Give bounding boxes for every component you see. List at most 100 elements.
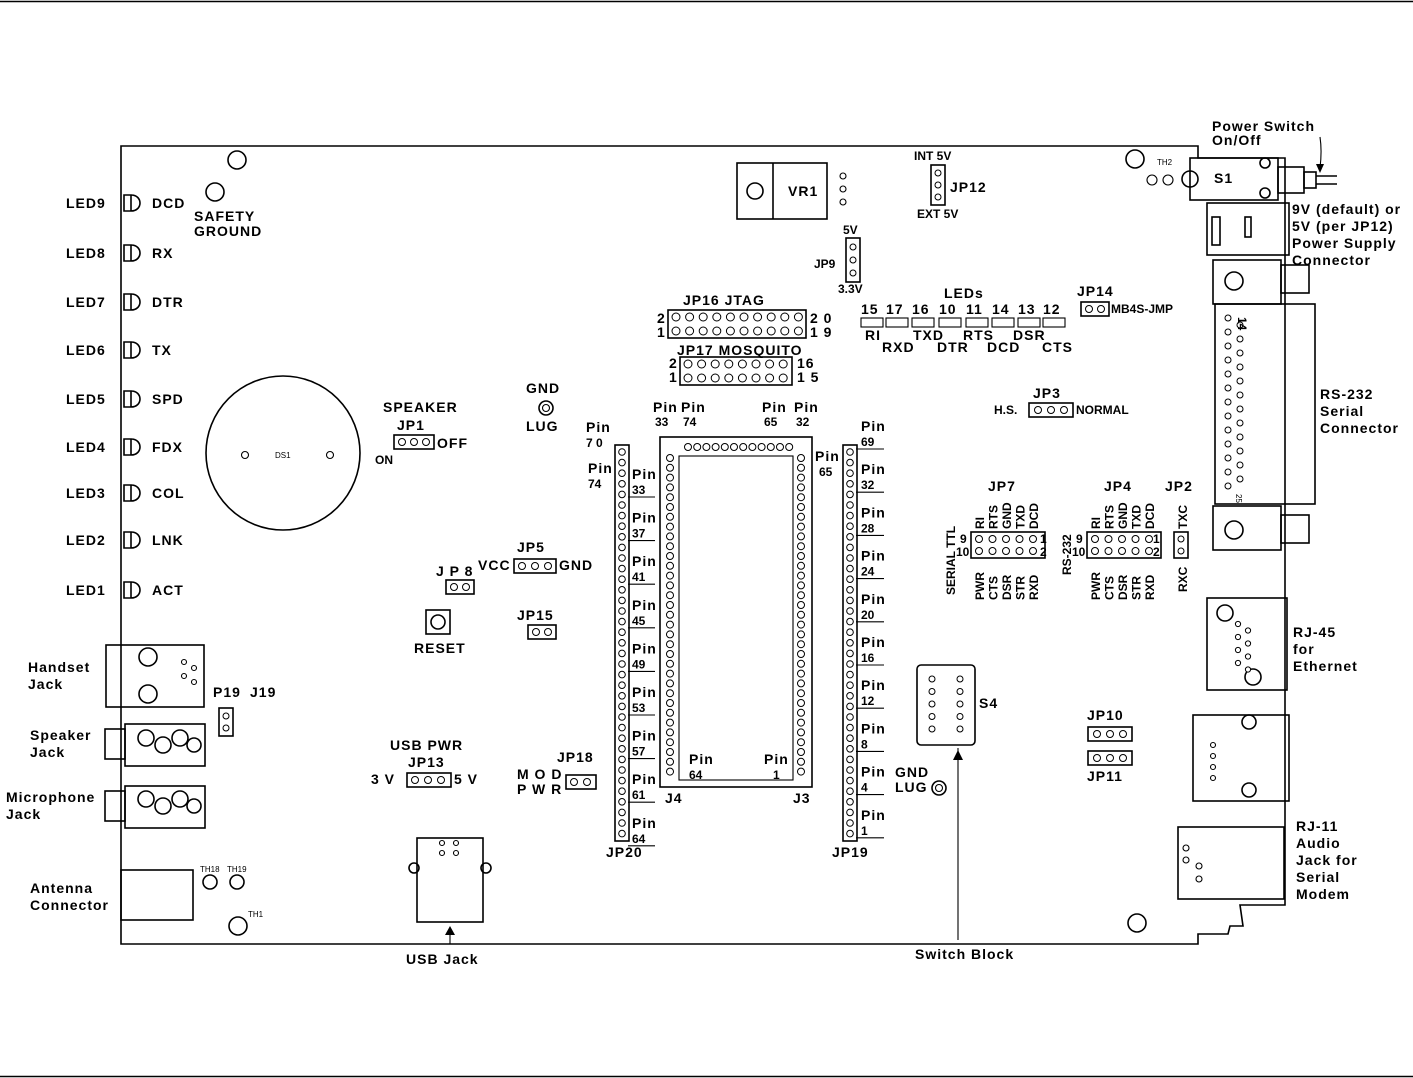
- jp13-usb-pwr: USB PWR JP13 3 V 5 V: [371, 737, 478, 788]
- jp19-pin-65: 65: [819, 465, 833, 479]
- jp5: JP5 VCC GND: [478, 539, 592, 574]
- s4-label: S4: [979, 695, 998, 711]
- v5-label: 5 V: [454, 771, 478, 787]
- jp20-pin: [618, 543, 626, 552]
- jp4-pin: [1131, 547, 1140, 555]
- socket-pin: [797, 640, 805, 649]
- led-signal: COL: [152, 485, 185, 501]
- v3-label: 3 V: [371, 771, 395, 787]
- socket-pin: [797, 591, 805, 600]
- jp4-bottom-signal: CTS: [1103, 576, 1117, 600]
- led-number: 11: [966, 301, 983, 317]
- jp19-pin: [846, 713, 854, 721]
- antenna-label-1: Antenna: [30, 880, 93, 896]
- ext5v-label: EXT 5V: [917, 207, 958, 221]
- rj45-pin: [1244, 653, 1252, 660]
- led-signal: LNK: [152, 532, 184, 548]
- jp16-n2: 2: [657, 310, 666, 326]
- socket-pin: [797, 493, 805, 502]
- j3-label: J3: [793, 790, 811, 806]
- socket-pin: [797, 718, 805, 727]
- socket-pin: [666, 620, 674, 629]
- jp19-pin: [846, 628, 854, 637]
- jp16-pin: [685, 326, 695, 336]
- socket-pin: [797, 483, 805, 492]
- jp20-pin: [618, 469, 626, 478]
- db25-pin: [1224, 454, 1232, 462]
- jp20-pin: [618, 713, 626, 721]
- gnd-lug-b-2: LUG: [895, 779, 928, 795]
- led-number: 15: [861, 301, 879, 317]
- socket-pin: [666, 748, 674, 756]
- jp4-top-signal: DCD: [1143, 503, 1157, 529]
- reset-button: RESET: [414, 609, 465, 656]
- db-pin-14: 14: [1235, 317, 1249, 331]
- usb-pwr-label: USB PWR: [390, 737, 463, 753]
- socket-pin: [797, 767, 805, 776]
- mod-label: M O D: [517, 766, 562, 782]
- jp20-pin: [618, 819, 626, 827]
- off-label: OFF: [437, 435, 468, 451]
- socket-pin: [797, 679, 805, 688]
- jp4-top-signal: RI: [1089, 517, 1103, 529]
- gnd-lug-bottom: GND LUG: [895, 764, 947, 796]
- jp19-pin: [846, 755, 854, 764]
- rj45-pin: [1244, 627, 1252, 634]
- rs232-connector-label: Connector: [1320, 420, 1399, 436]
- jp20-pin: [618, 639, 626, 647]
- jp19-pin-label: Pin: [861, 720, 886, 736]
- jp16-pin: [780, 312, 790, 322]
- jp20-pin: [618, 702, 626, 711]
- jp4-n10: 10: [1072, 545, 1086, 559]
- jp4-pin: [1118, 547, 1126, 555]
- socket-pin: [797, 463, 805, 472]
- jp20-pin-label: Pin: [632, 553, 657, 569]
- socket-pin: [797, 689, 805, 698]
- jp20-pin: [618, 607, 626, 615]
- jp20-pin: [618, 564, 626, 573]
- db25-pin: [1224, 314, 1232, 322]
- jp7-n10: 10: [956, 545, 970, 559]
- jp20-pin: [618, 776, 626, 785]
- jp16-pin: [698, 312, 708, 322]
- jp19-pin65-label: Pin: [815, 448, 840, 464]
- jp7-top-signal: GND: [1000, 502, 1014, 529]
- jp4-pin: [1104, 535, 1113, 543]
- socket-pin: [666, 738, 674, 747]
- socket-pin: [797, 454, 805, 462]
- socket-pin: [797, 748, 805, 756]
- led-signal: SPD: [152, 391, 184, 407]
- jp19-pin: [846, 819, 854, 827]
- jp17-pin: [737, 373, 747, 383]
- jp20-pin-label: Pin: [632, 684, 657, 700]
- led-footprint: [938, 317, 962, 328]
- jp9-5v-label: 5V: [843, 223, 858, 237]
- jp19-pin-number: 4: [861, 781, 868, 795]
- jp19-pin: [846, 543, 854, 552]
- jp7-bottom-signal: CTS: [987, 576, 1001, 600]
- jp20-pin: [618, 554, 626, 562]
- jp7-bottom-signal: STR: [1014, 576, 1028, 600]
- jp19-pin: [846, 586, 854, 594]
- socket-pin: [666, 718, 674, 727]
- vr1-label: VR1: [788, 183, 818, 199]
- jp19-pin: [846, 692, 854, 700]
- led-signal-bottom: DCD: [987, 339, 1020, 355]
- jp10-jp11: JP10 JP11: [1087, 707, 1133, 784]
- jp17-pin: [765, 359, 775, 369]
- jp20-pin: [618, 649, 626, 658]
- usb-jack: USB Jack: [406, 837, 492, 967]
- jp20-pin: [618, 745, 626, 753]
- jp7-bottom-signal: RXD: [1027, 574, 1041, 600]
- socket-pin: [666, 767, 674, 776]
- socket-pin: [797, 561, 805, 570]
- jp20-pin: [618, 787, 626, 796]
- db25-pin: [1236, 391, 1244, 399]
- socket-pin: [766, 443, 775, 451]
- rj11-label: Jack for: [1296, 852, 1358, 868]
- socket-pin: [666, 689, 674, 698]
- jp19-pin-label: Pin: [861, 461, 886, 477]
- socket-pin: [666, 532, 674, 541]
